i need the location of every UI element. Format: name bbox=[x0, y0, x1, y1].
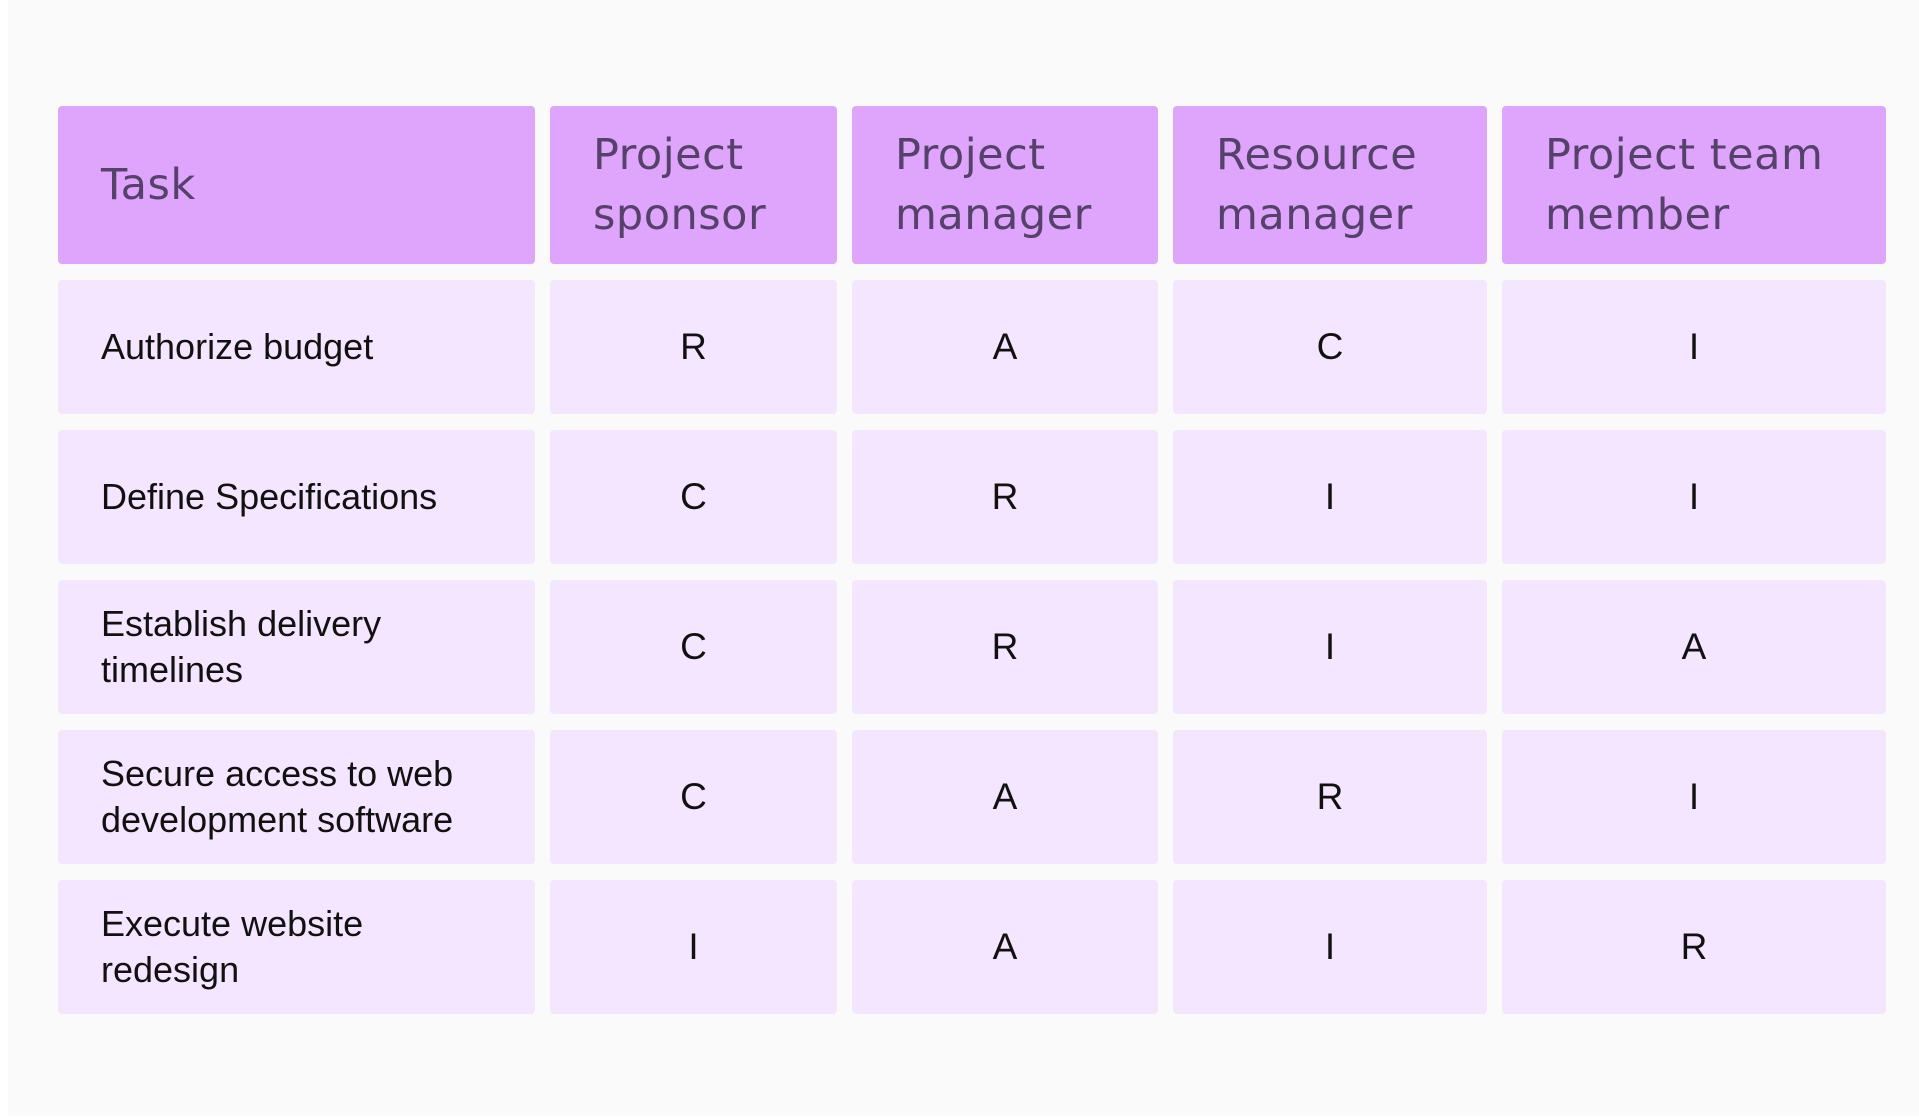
task-cell: Establish delivery timelines bbox=[58, 580, 535, 714]
raci-value-cell: R bbox=[852, 430, 1158, 564]
raci-value-cell: A bbox=[852, 280, 1158, 414]
raci-value-cell: I bbox=[1502, 730, 1886, 864]
column-header-project-sponsor: Project sponsor bbox=[550, 106, 837, 264]
raci-value-cell: I bbox=[1173, 430, 1487, 564]
raci-value-cell: A bbox=[852, 730, 1158, 864]
raci-value-cell: C bbox=[550, 580, 837, 714]
raci-value-cell: I bbox=[1173, 880, 1487, 1014]
raci-matrix-table: Task Project sponsor Project manager Res… bbox=[58, 106, 1886, 1014]
column-header-task: Task bbox=[58, 106, 535, 264]
task-cell: Secure access to web development softwar… bbox=[58, 730, 535, 864]
raci-value-cell: I bbox=[1502, 280, 1886, 414]
raci-value-cell: I bbox=[1173, 580, 1487, 714]
raci-value-cell: A bbox=[1502, 580, 1886, 714]
task-cell: Authorize budget bbox=[58, 280, 535, 414]
column-header-resource-manager: Resource manager bbox=[1173, 106, 1487, 264]
raci-value-cell: R bbox=[1173, 730, 1487, 864]
task-cell: Define Specifications bbox=[58, 430, 535, 564]
column-header-project-manager: Project manager bbox=[852, 106, 1158, 264]
raci-value-cell: I bbox=[550, 880, 837, 1014]
task-cell: Execute website redesign bbox=[58, 880, 535, 1014]
raci-value-cell: C bbox=[1173, 280, 1487, 414]
raci-value-cell: R bbox=[852, 580, 1158, 714]
column-header-project-team-member: Project team member bbox=[1502, 106, 1886, 264]
raci-value-cell: R bbox=[1502, 880, 1886, 1014]
raci-value-cell: R bbox=[550, 280, 837, 414]
raci-value-cell: I bbox=[1502, 430, 1886, 564]
raci-value-cell: C bbox=[550, 730, 837, 864]
page-canvas: Task Project sponsor Project manager Res… bbox=[8, 0, 1919, 1116]
raci-value-cell: A bbox=[852, 880, 1158, 1014]
raci-value-cell: C bbox=[550, 430, 837, 564]
